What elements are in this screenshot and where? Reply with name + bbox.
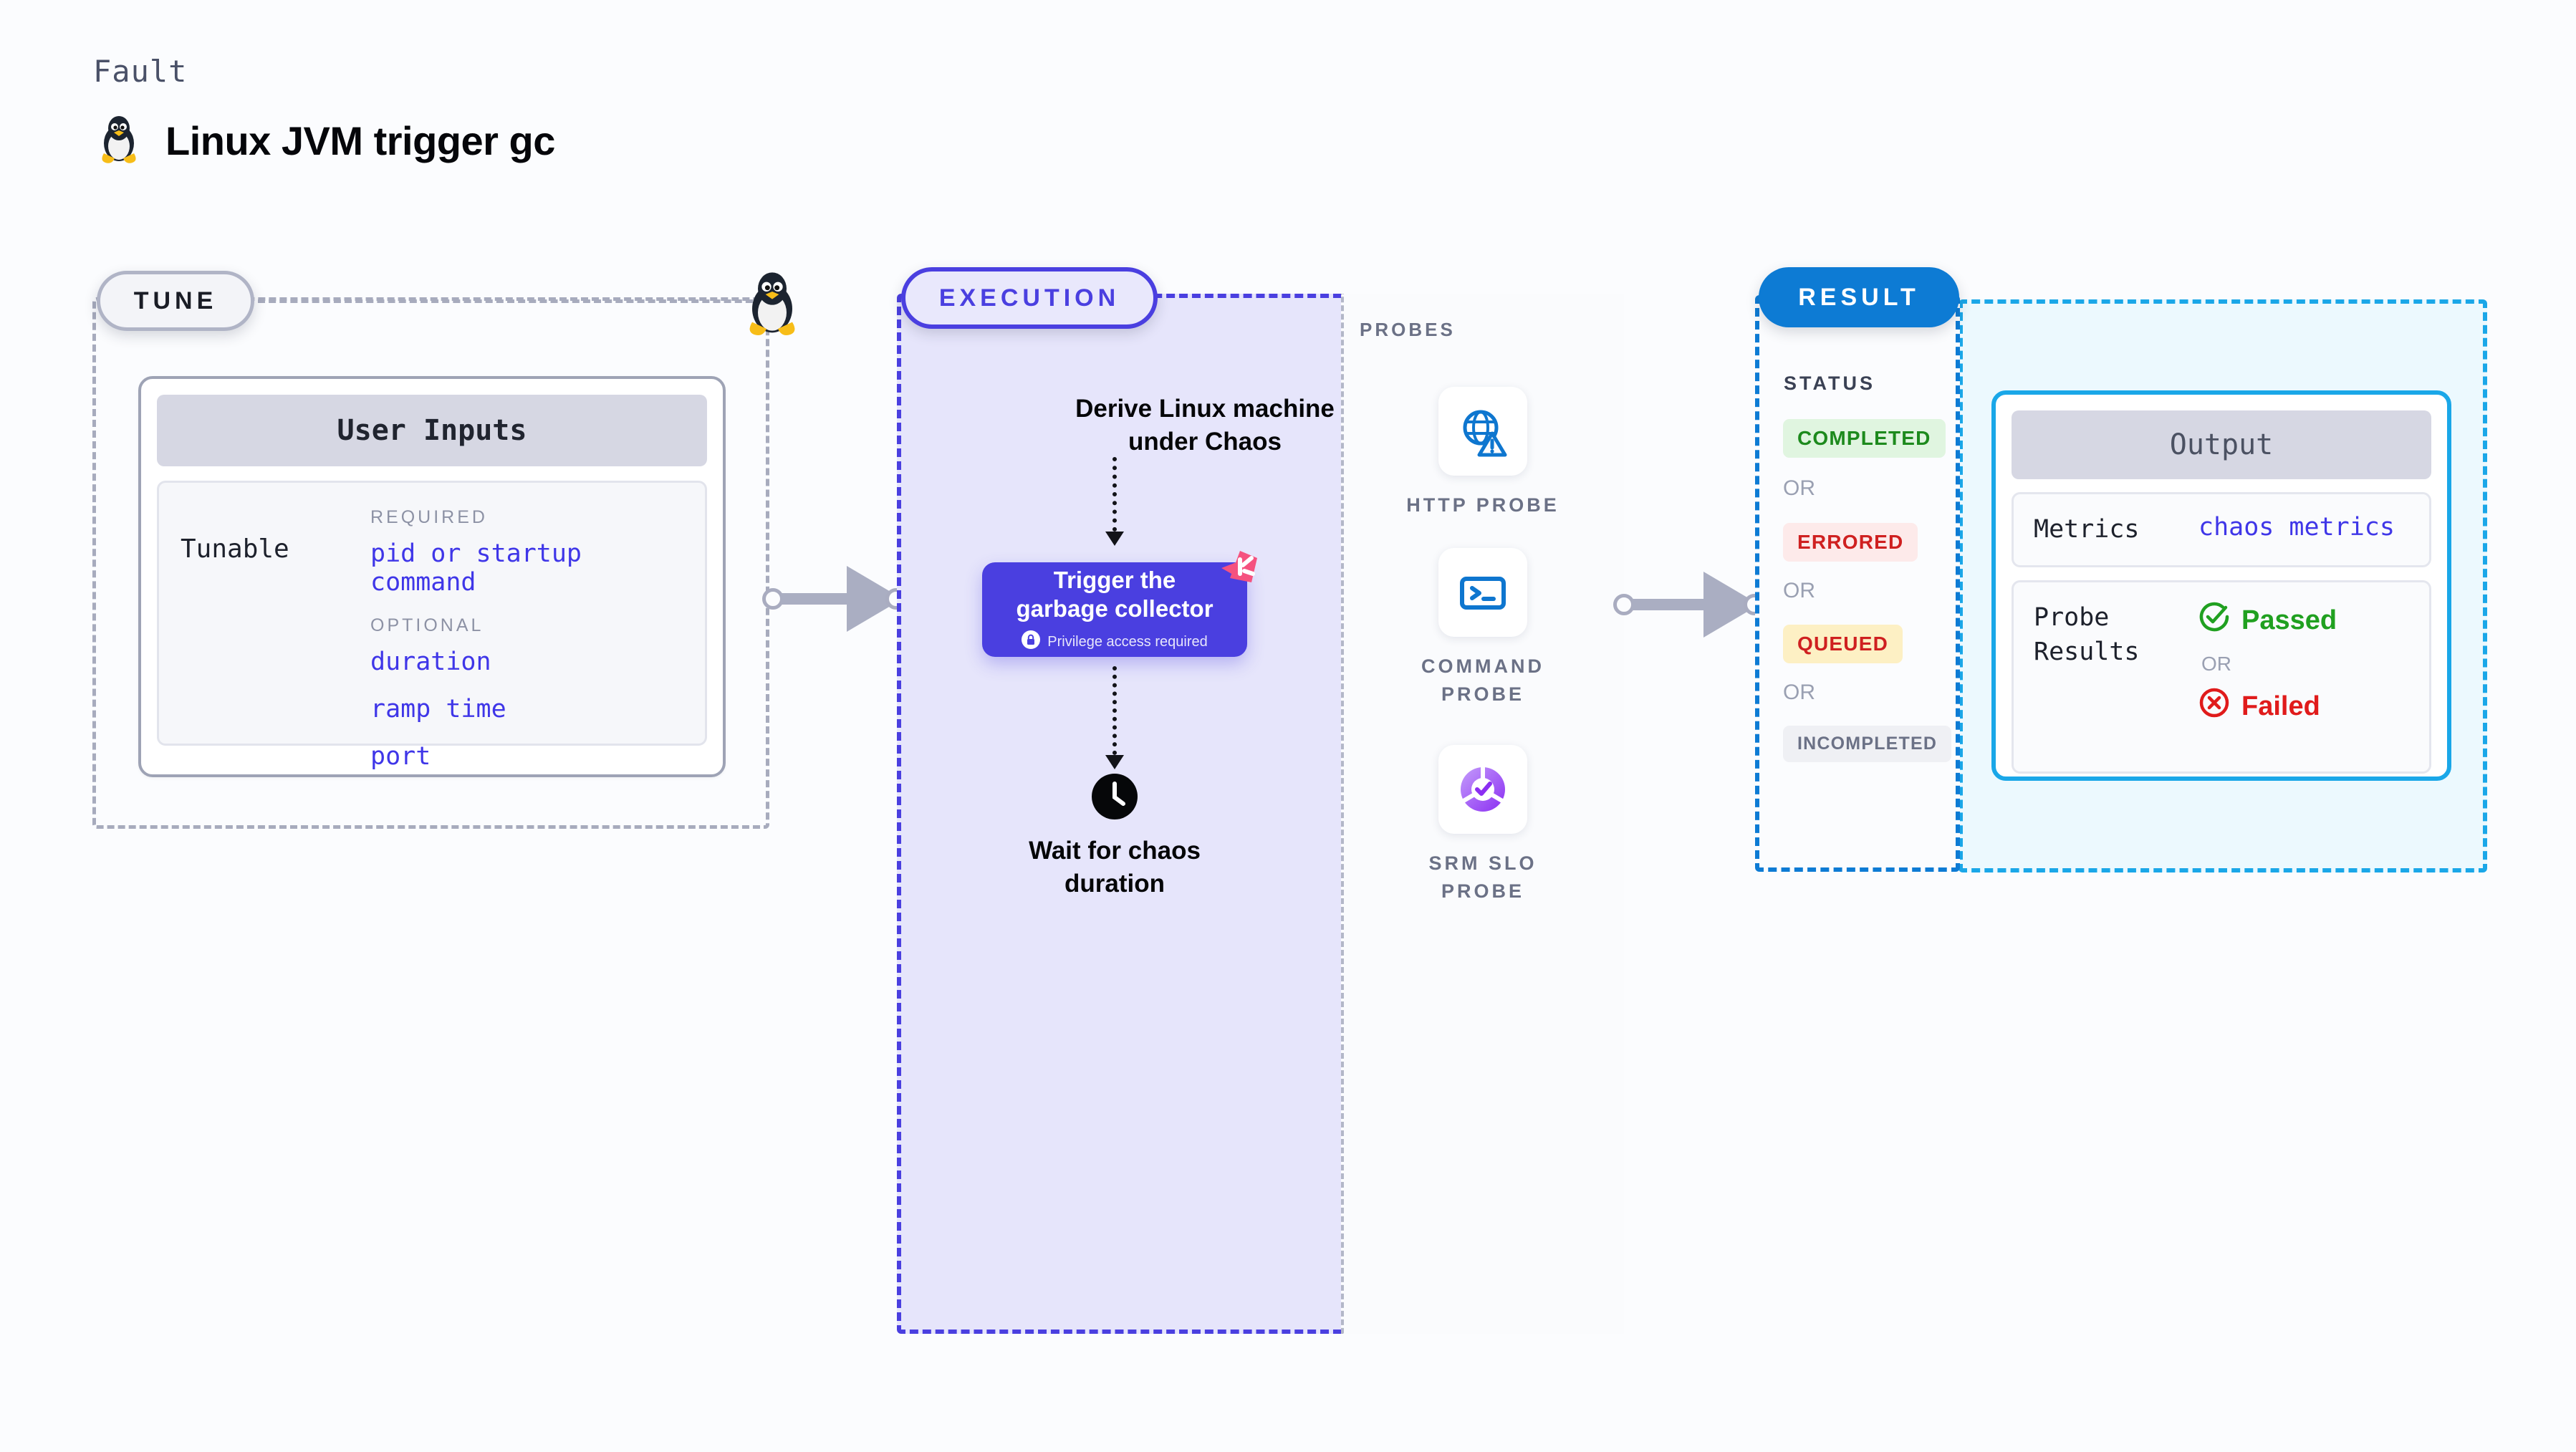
tunable-item-duration[interactable]: duration bbox=[370, 648, 491, 676]
output-metrics-key: Metrics bbox=[2034, 515, 2140, 544]
lock-icon bbox=[1022, 630, 1041, 653]
page-title: Linux JVM trigger gc bbox=[165, 117, 555, 163]
probe-result-failed-label: Failed bbox=[2241, 691, 2320, 721]
status-or-1: OR bbox=[1783, 476, 1815, 500]
status-badge-incompleted: INCOMPLETED bbox=[1783, 726, 1952, 762]
required-group-label: REQUIRED bbox=[370, 507, 488, 527]
tunable-item-pid[interactable]: pid or startup command bbox=[370, 539, 582, 597]
terminal-icon bbox=[1438, 548, 1527, 637]
clock-icon bbox=[1090, 772, 1139, 821]
output-card-header: Output bbox=[2012, 410, 2431, 479]
probe-result-passed-label: Passed bbox=[2241, 605, 2337, 635]
output-probe-results-values: Passed OR Failed bbox=[2198, 601, 2409, 753]
probe-http-label: HTTP PROBE bbox=[1406, 494, 1559, 516]
status-badge-queued: QUEUED bbox=[1783, 625, 1903, 663]
litmus-chaos-icon bbox=[1219, 549, 1259, 591]
tunable-values: REQUIRED pid or startup command OPTIONAL… bbox=[370, 507, 683, 771]
page-kicker: Fault bbox=[93, 54, 188, 89]
arrow-shaft bbox=[1632, 599, 1725, 610]
tune-badge[interactable]: TUNE bbox=[97, 271, 254, 331]
status-or-2: OR bbox=[1783, 579, 1815, 602]
probes-label: PROBES bbox=[1360, 319, 1456, 340]
output-metrics-value[interactable]: chaos metrics bbox=[2198, 513, 2395, 542]
probe-result-or: OR bbox=[2201, 653, 2231, 675]
execution-badge[interactable]: EXECUTION bbox=[901, 267, 1158, 329]
x-circle-icon bbox=[2198, 687, 2230, 726]
tunable-row-label: Tunable bbox=[181, 534, 289, 564]
probe-http[interactable]: HTTP PROBE bbox=[1397, 387, 1569, 519]
linux-penguin-icon bbox=[738, 269, 807, 337]
trigger-node-note-row: Privilege access required bbox=[1022, 630, 1208, 653]
tunable-item-ramp-time[interactable]: ramp time bbox=[370, 695, 506, 723]
user-inputs-card-header: User Inputs bbox=[157, 395, 707, 466]
probe-result-failed: Failed bbox=[2198, 687, 2409, 726]
user-inputs-card: User Inputs Tunable REQUIRED pid or star… bbox=[138, 376, 726, 777]
tunable-item-port[interactable]: port bbox=[370, 742, 431, 771]
globe-alert-icon bbox=[1438, 387, 1527, 476]
status-or-3: OR bbox=[1783, 681, 1815, 704]
output-metrics-row: Metrics chaos metrics bbox=[2012, 492, 2431, 568]
slo-donut-check-icon bbox=[1438, 745, 1527, 834]
optional-group-label: OPTIONAL bbox=[370, 615, 484, 635]
arrow-shaft bbox=[781, 593, 867, 605]
linux-penguin-icon bbox=[97, 113, 141, 168]
result-panel bbox=[1755, 295, 1960, 872]
status-label: STATUS bbox=[1784, 372, 1875, 394]
arrow-tune-to-execution bbox=[762, 566, 907, 632]
page-title-row: Linux JVM trigger gc bbox=[97, 113, 555, 168]
status-badge-completed: COMPLETED bbox=[1783, 419, 1946, 458]
trigger-node-note: Privilege access required bbox=[1047, 633, 1208, 650]
user-inputs-card-body: Tunable REQUIRED pid or startup command … bbox=[157, 481, 707, 771]
check-circle-icon bbox=[2198, 601, 2230, 640]
tune-connector-line bbox=[258, 299, 764, 303]
result-badge[interactable]: RESULT bbox=[1759, 267, 1959, 327]
probe-result-passed: Passed bbox=[2198, 601, 2409, 640]
status-badge-errored: ERRORED bbox=[1783, 523, 1918, 562]
arrow-execution-to-result bbox=[1613, 572, 1765, 638]
